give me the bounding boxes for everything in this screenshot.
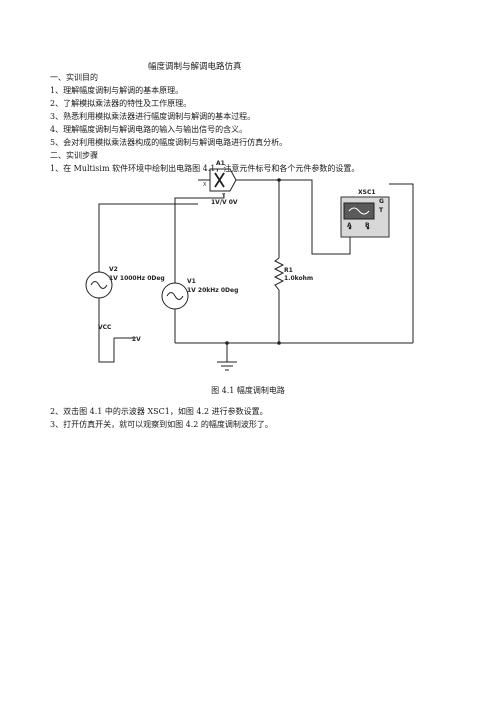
objective-item: 2、了解模拟乘法器的特性及工作原理。 <box>50 99 192 108</box>
junction-dot <box>277 178 281 182</box>
scope-ch-a-label: A <box>347 222 352 229</box>
sine-icon <box>348 207 370 215</box>
step-item: 3、打开仿真开关，就可以观察到如图 4.2 的幅度调制波形了。 <box>50 420 273 429</box>
resistor-r1 <box>273 257 285 291</box>
scope-ch-b-label: B <box>365 222 370 229</box>
sine-icon <box>166 292 184 300</box>
source-v2 <box>85 271 113 299</box>
multiplier-a1 <box>209 168 237 192</box>
wire <box>389 183 414 343</box>
wire <box>98 298 115 363</box>
step-item: 2、双击图 4.1 中的示波器 XSC1，如图 4.2 进行参数设置。 <box>50 407 268 416</box>
wire <box>98 203 198 272</box>
vcc-value: 2V <box>132 336 141 343</box>
vcc-label: VCC <box>98 324 112 331</box>
scope-t-label: T <box>379 207 384 214</box>
v1-label: V1 <box>187 278 196 285</box>
scope-g-label: G <box>379 198 384 205</box>
v2-params: 1V 1000Hz 0Deg <box>109 275 165 282</box>
objective-item: 1、理解幅度调制与解调的基本原理。 <box>50 86 184 95</box>
step-item: 1、在 Multisim 软件环境中绘制出电路图 4.1，注意元件标号和各个元件… <box>50 164 360 173</box>
junction-dot <box>225 341 229 345</box>
objective-item: 4、理解幅度调制与解调电路的输入与输出信号的含义。 <box>50 125 248 134</box>
section-heading-objectives: 一、实训目的 <box>50 73 98 82</box>
v2-label: V2 <box>109 266 118 273</box>
multiplier-label: A1 <box>216 160 225 167</box>
r1-value: 1.0kohm <box>284 275 313 282</box>
pin-x-label: X <box>203 182 207 188</box>
r1-label: R1 <box>284 267 293 274</box>
page-title: 幅度调制与解调电路仿真 <box>148 62 242 72</box>
pin-y-label: Y <box>221 193 226 199</box>
section-heading-steps: 二、实训步骤 <box>50 151 98 160</box>
wire <box>279 179 351 255</box>
source-v1 <box>161 282 189 310</box>
wire <box>174 193 225 283</box>
objective-item: 3、熟悉利用模拟乘法器进行幅度调制与解调的基本过程。 <box>50 112 256 121</box>
v1-params: 1V 20kHz 0Deg <box>187 287 238 294</box>
multiplier-params: 1V/V 0V <box>211 199 238 206</box>
scope-label: XSC1 <box>358 189 376 196</box>
figure-caption: 图 4.1 幅度调制电路 <box>211 386 285 395</box>
junction-dot <box>277 341 281 345</box>
sine-icon <box>90 281 108 289</box>
objective-item: 5、会对利用模拟乘法器构成的幅度调制与解调电路进行仿真分析。 <box>50 138 288 147</box>
